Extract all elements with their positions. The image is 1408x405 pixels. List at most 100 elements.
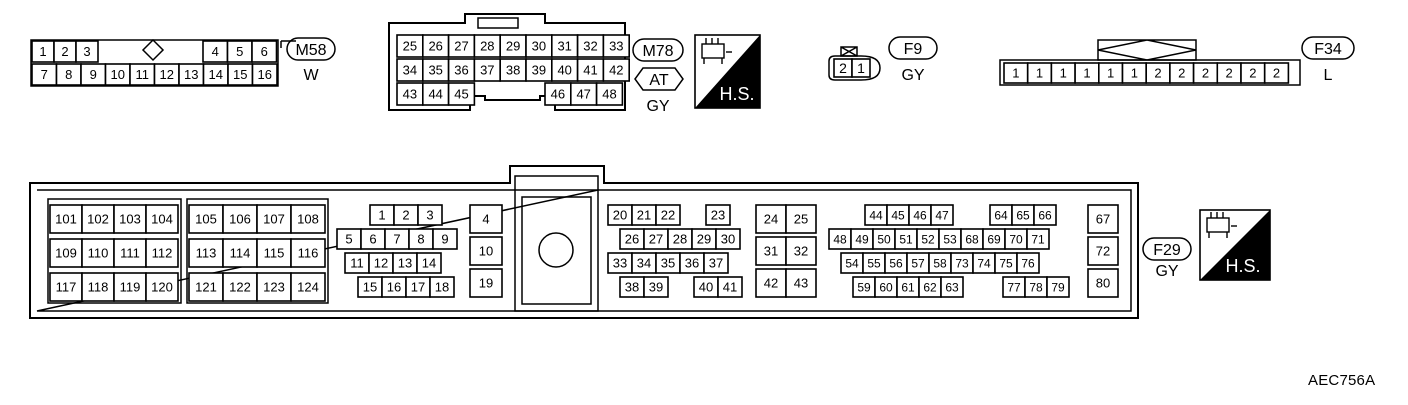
f29-outer-housing (29, 165, 1139, 319)
pin-number: 75 (999, 256, 1013, 270)
pin-cell: 53 (938, 228, 962, 250)
pin-number: 47 (576, 87, 590, 102)
pin-number: 29 (506, 39, 520, 54)
pin-cell: 11 (344, 252, 370, 274)
pin-cell: 70 (1004, 228, 1028, 250)
pin-number: 60 (879, 280, 893, 294)
pin-number: 34 (403, 63, 417, 78)
pin-number: 13 (398, 256, 412, 271)
pin-cell: 101 (49, 204, 83, 234)
pin-cell: 6 (251, 40, 278, 63)
pin-number: 56 (889, 256, 903, 270)
pin-number: 22 (661, 208, 675, 223)
harness-connector-icon (1206, 212, 1237, 238)
pin-cell: 40 (693, 276, 719, 298)
pin-cell: 42 (602, 58, 631, 82)
pin-cell: 58 (928, 252, 952, 274)
pin-number: 3 (426, 208, 433, 223)
pin-cell: 74 (972, 252, 996, 274)
pin-cell: 59 (852, 276, 876, 298)
pin-number: 15 (233, 67, 247, 82)
pin-cell: 18 (429, 276, 455, 298)
pin-number: 5 (236, 44, 243, 59)
pin-cell: 22 (655, 204, 681, 226)
pin-number: 9 (441, 232, 448, 247)
pin-number: 36 (454, 63, 468, 78)
pin-number: 1 (1036, 66, 1043, 81)
pin-number: 2 (839, 60, 847, 76)
pin-cell: 23 (705, 204, 731, 226)
pin-cell: 30 (715, 228, 741, 250)
pin-number: 1 (1012, 66, 1019, 81)
pin-number: 40 (557, 63, 571, 78)
pin-number: 124 (297, 280, 319, 295)
pin-cell: 30 (525, 34, 553, 58)
pin-number: 117 (56, 280, 77, 295)
pin-number: 2 (1249, 66, 1256, 81)
pin-number: 46 (551, 87, 565, 102)
pin-cell: 4 (469, 204, 503, 234)
pin-cell: 61 (896, 276, 920, 298)
pin-cell: 7 (384, 228, 410, 250)
pin-number: 47 (935, 208, 949, 222)
pin-cell: 1 (851, 58, 871, 78)
pin-number: 68 (965, 232, 979, 246)
pin-cell: 5 (226, 40, 253, 63)
pin-number: 76 (1021, 256, 1035, 270)
pin-cell: 29 (691, 228, 717, 250)
pin-cell: 2 (53, 40, 77, 63)
pin-cell: 34 (396, 58, 424, 82)
pin-cell: 64 (989, 204, 1013, 226)
pin-cell: 15 (357, 276, 383, 298)
pin-number: 103 (119, 212, 141, 227)
pin-cell: 25 (785, 204, 817, 234)
pin-cell: 1 (1003, 62, 1029, 84)
pin-cell: 112 (145, 238, 179, 268)
pin-number: 41 (723, 280, 737, 295)
pin-cell: 3 (417, 204, 443, 226)
pin-cell: 71 (1026, 228, 1050, 250)
f29-id-label: F29 (1153, 242, 1181, 259)
pin-number: 42 (764, 276, 778, 291)
pin-cell: 77 (1002, 276, 1026, 298)
pin-cell: 41 (576, 58, 605, 82)
pin-cell: 79 (1046, 276, 1070, 298)
pin-cell: 49 (850, 228, 874, 250)
pin-cell: 7 (31, 63, 58, 86)
pin-number: 107 (263, 212, 285, 227)
figure-code: AEC756A (1308, 372, 1376, 389)
pin-cell: 76 (1016, 252, 1040, 274)
pin-number: 80 (1096, 276, 1110, 291)
pin-cell: 45 (886, 204, 910, 226)
pin-cell: 42 (755, 268, 787, 298)
pin-cell: 33 (602, 34, 631, 58)
pin-cell: 31 (755, 236, 787, 266)
pin-cell: 13 (392, 252, 418, 274)
pin-number: 54 (845, 256, 859, 270)
pin-cell: 116 (290, 238, 326, 268)
pin-cell: 114 (222, 238, 258, 268)
f9-id-label: F9 (904, 41, 923, 58)
pin-cell: 117 (49, 272, 83, 302)
pin-cell: 109 (49, 238, 83, 268)
pin-cell: 60 (874, 276, 898, 298)
pin-number: 28 (480, 39, 494, 54)
pin-cell: 69 (982, 228, 1006, 250)
pin-cell: 44 (864, 204, 888, 226)
pin-number: 44 (428, 87, 442, 102)
pin-cell: 57 (906, 252, 930, 274)
pin-number: 8 (417, 232, 424, 247)
pin-cell: 38 (499, 58, 527, 82)
pin-cell: 39 (643, 276, 669, 298)
pin-number: 33 (613, 256, 627, 271)
pin-number: 48 (833, 232, 847, 246)
pin-number: 12 (374, 256, 388, 271)
pin-number: 6 (369, 232, 376, 247)
pin-cell: 36 (679, 252, 705, 274)
pin-cell: 15 (227, 63, 254, 86)
m78-color-label: GY (646, 98, 669, 115)
m58-id-oval (286, 37, 336, 61)
pin-cell: 50 (872, 228, 896, 250)
